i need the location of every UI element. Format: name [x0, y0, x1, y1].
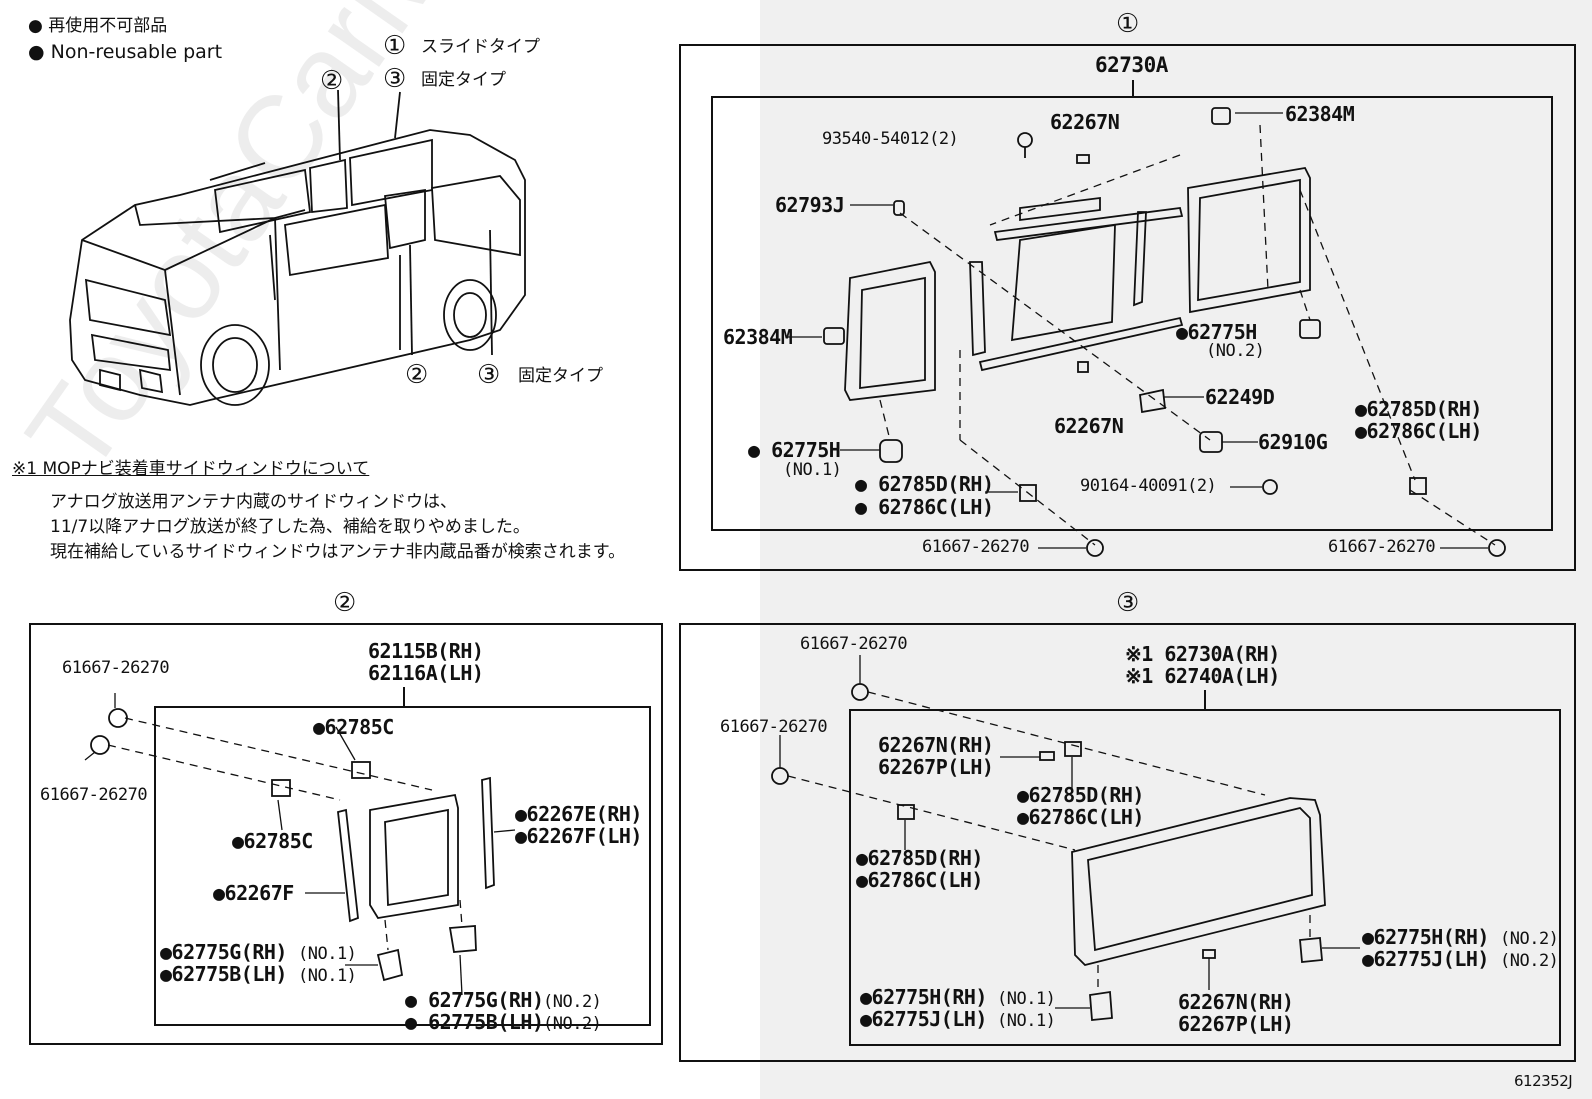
legend-en: ● Non-reusable part	[28, 41, 223, 63]
part-62775H-rh-no2: ●62775H(RH)	[1362, 925, 1489, 949]
part-62785C-b: ●62785C	[232, 829, 313, 853]
panel-3-assembly-lh: ※1 62740A(LH)	[1125, 664, 1280, 688]
panel-1-parts	[787, 107, 1506, 557]
part-62785C-a: ●62785C	[313, 715, 394, 739]
part-62775J-no1-tag: (NO.1)	[997, 1011, 1056, 1031]
part-62267N-rh: 62267N(RH)	[878, 733, 994, 757]
part-62249D: 62249D	[1205, 385, 1275, 409]
part-62786C-lh-b: ● 62786C(LH)	[855, 495, 994, 519]
part-62775G-no1-tag: (NO.1)	[298, 944, 357, 964]
van-callout-2-top: ②	[320, 66, 343, 96]
part-62775J-lh-no1: ●62775J(LH)	[860, 1007, 987, 1031]
part-62384M-left: 62384M	[723, 325, 793, 349]
panel-2-frame	[29, 623, 663, 1045]
part-62775H-no2: ●62775H	[1176, 320, 1257, 344]
van-illustration	[69, 89, 526, 406]
note-line-1: アナログ放送用アンテナ内蔵のサイドウィンドウは、	[50, 492, 457, 512]
part-62793J: 62793J	[775, 193, 845, 217]
panel-3-number: ③	[1116, 588, 1139, 618]
part-62786C-lh-p3b: ●62786C(LH)	[856, 868, 983, 892]
part-62775H-rh-no1: ●62775H(RH)	[860, 985, 987, 1009]
figure-id: 612352J	[1514, 1072, 1573, 1090]
part-62775H-no2-tag: (NO.2)	[1206, 341, 1265, 361]
part-90164-40091: 90164-40091(2)	[1080, 476, 1217, 496]
part-61667-26270-p2b: 61667-26270	[40, 785, 148, 805]
legend-slide-type: スライドタイプ	[421, 37, 540, 57]
part-62267P-lh: 62267P(LH)	[878, 755, 994, 779]
panel-2-number: ②	[333, 588, 356, 618]
panel-2-assembly-rh: 62115B(RH)	[368, 639, 484, 663]
part-62775H-no1-tag: (NO.1)	[783, 460, 842, 480]
part-62775B-lh-no2: ● 62775B(LH)	[405, 1010, 544, 1034]
part-62267P-lh-bottom: 62267P(LH)	[1178, 1012, 1294, 1036]
part-62775B-no1-tag: (NO.1)	[298, 966, 357, 986]
part-62775H-no2-tag: (NO.2)	[1500, 929, 1559, 949]
note-title: ※1 MOPナビ装着車サイドウィンドウについて	[12, 459, 370, 479]
part-62786C-lh: ●62786C(LH)	[1355, 419, 1482, 443]
part-62786C-lh-p3a: ●62786C(LH)	[1017, 805, 1144, 829]
part-61667-26270-p3b: 61667-26270	[720, 717, 828, 737]
part-62775G-rh-no2: ● 62775G(RH)	[405, 988, 544, 1012]
part-62785D-rh: ●62785D(RH)	[1355, 397, 1482, 421]
part-62775J-no2-tag: (NO.2)	[1500, 951, 1559, 971]
legend-fixed-type: 固定タイプ	[421, 70, 506, 90]
panel-1-number: ①	[1116, 9, 1139, 39]
van-callout-2-bottom: ②	[405, 360, 428, 390]
part-62384M-top: 62384M	[1285, 102, 1355, 126]
panel-1-frame	[679, 44, 1576, 571]
part-62267E-rh: ●62267E(RH)	[515, 802, 642, 826]
legend-circle-1: ①	[383, 31, 406, 61]
panel-3-assembly-rh: ※1 62730A(RH)	[1125, 642, 1280, 666]
part-62267N-rh-bottom: 62267N(RH)	[1178, 990, 1294, 1014]
part-62785D-rh-b: ● 62785D(RH)	[855, 472, 994, 496]
part-62775B-lh-no1: ●62775B(LH)	[160, 962, 287, 986]
part-62267N-top: 62267N	[1050, 110, 1120, 134]
panel-3-frame	[679, 623, 1576, 1062]
shaded-background	[760, 0, 1592, 1099]
part-62775J-lh-no2: ●62775J(LH)	[1362, 947, 1489, 971]
legend-circle-3: ③	[383, 64, 406, 94]
part-61667-26270-a: 61667-26270	[922, 537, 1030, 557]
van-callout-3-bottom: ③	[477, 360, 500, 390]
part-93540-54012: 93540-54012(2)	[822, 129, 959, 149]
panel-2-parts	[84, 693, 516, 996]
part-62775G-no2-tag: (NO.2)	[543, 992, 602, 1012]
note-line-2: 11/7以降アナログ放送が終了した為、補給を取りやめました。	[50, 517, 530, 537]
part-62775H-no1-tag: (NO.1)	[997, 989, 1056, 1009]
part-62785D-rh-p3a: ●62785D(RH)	[1017, 783, 1144, 807]
panel-3-parts	[771, 655, 1360, 1021]
part-62775H-no1: ● 62775H	[748, 438, 841, 462]
part-62775G-rh-no1: ●62775G(RH)	[160, 940, 287, 964]
part-62267F: ●62267F	[213, 881, 294, 905]
part-62267N-bottom: 62267N	[1054, 414, 1124, 438]
part-62775B-no2-tag: (NO.2)	[543, 1014, 602, 1034]
part-62785D-rh-p3b: ●62785D(RH)	[856, 846, 983, 870]
part-61667-26270-p2a: 61667-26270	[62, 658, 170, 678]
part-62910G: 62910G	[1258, 430, 1328, 454]
part-61667-26270-b: 61667-26270	[1328, 537, 1436, 557]
legend-jp: ● 再使用不可部品	[28, 16, 168, 36]
part-61667-26270-p3a: 61667-26270	[800, 634, 908, 654]
panel-1-assembly: 62730A	[1095, 53, 1168, 77]
note-line-3: 現在補給しているサイドウィンドウはアンテナ非内蔵品番が検索されます。	[50, 542, 626, 562]
part-62267F-lh: ●62267F(LH)	[515, 824, 642, 848]
panel-2-assembly-lh: 62116A(LH)	[368, 661, 484, 685]
van-fixed-type: 固定タイプ	[518, 366, 603, 386]
